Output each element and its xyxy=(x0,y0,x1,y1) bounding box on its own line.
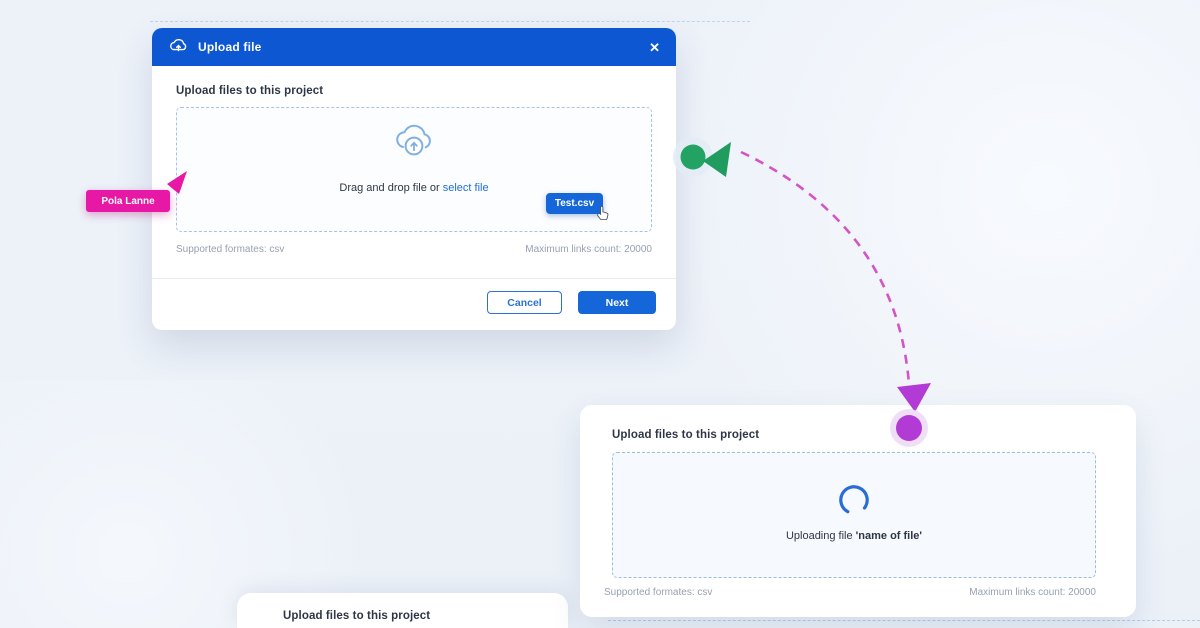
next-step-panel: Upload files to this project xyxy=(237,593,568,628)
cloud-upload-icon xyxy=(391,120,437,165)
upload-cloud-icon xyxy=(168,37,188,58)
background-highlight xyxy=(0,380,420,628)
dropzone-instruction: Drag and drop file or select file xyxy=(177,182,651,194)
modal-section-heading: Upload files to this project xyxy=(176,85,324,97)
selection-guide-line xyxy=(150,21,750,22)
panel-section-heading: Upload files to this project xyxy=(283,610,431,622)
file-dropzone-uploading[interactable]: Uploading file 'name of file' xyxy=(612,452,1096,578)
supported-formats-note: Supported formates: csv xyxy=(176,244,285,255)
file-dropzone[interactable]: Drag and drop file or select file Test.c… xyxy=(176,107,652,232)
close-icon[interactable]: ✕ xyxy=(649,39,660,55)
dragged-file-name: Test.csv xyxy=(554,198,595,209)
upload-file-modal: Upload file ✕ Upload files to this proje… xyxy=(152,28,676,330)
panel-section-heading: Upload files to this project xyxy=(612,429,760,441)
uploading-status-text: Uploading file 'name of file' xyxy=(613,530,1095,542)
uploading-panel: Upload files to this project Uploading f… xyxy=(580,405,1136,617)
max-links-note: Maximum links count: 20000 xyxy=(969,587,1096,598)
loading-spinner-icon xyxy=(837,483,871,522)
drag-hand-cursor-icon xyxy=(597,205,610,223)
dropzone-instruction-text: Drag and drop file or xyxy=(339,182,443,194)
collaborator-name-badge: Pola Lanne xyxy=(86,190,170,212)
max-links-note: Maximum links count: 20000 xyxy=(525,244,652,255)
modal-footer-divider xyxy=(152,278,676,279)
dragged-file-chip[interactable]: Test.csv xyxy=(546,193,609,221)
select-file-link[interactable]: select file xyxy=(442,182,489,194)
modal-header: Upload file ✕ xyxy=(152,28,676,66)
collaborator-name: Pola Lanne xyxy=(101,195,155,207)
cancel-button[interactable]: Cancel xyxy=(487,291,562,314)
next-button[interactable]: Next xyxy=(578,291,656,314)
uploading-file-name: 'name of file' xyxy=(855,530,923,542)
modal-title: Upload file xyxy=(198,40,262,54)
uploading-status-prefix: Uploading file xyxy=(785,530,856,542)
selection-guide-line xyxy=(608,620,1200,621)
supported-formats-note: Supported formates: csv xyxy=(604,587,713,598)
